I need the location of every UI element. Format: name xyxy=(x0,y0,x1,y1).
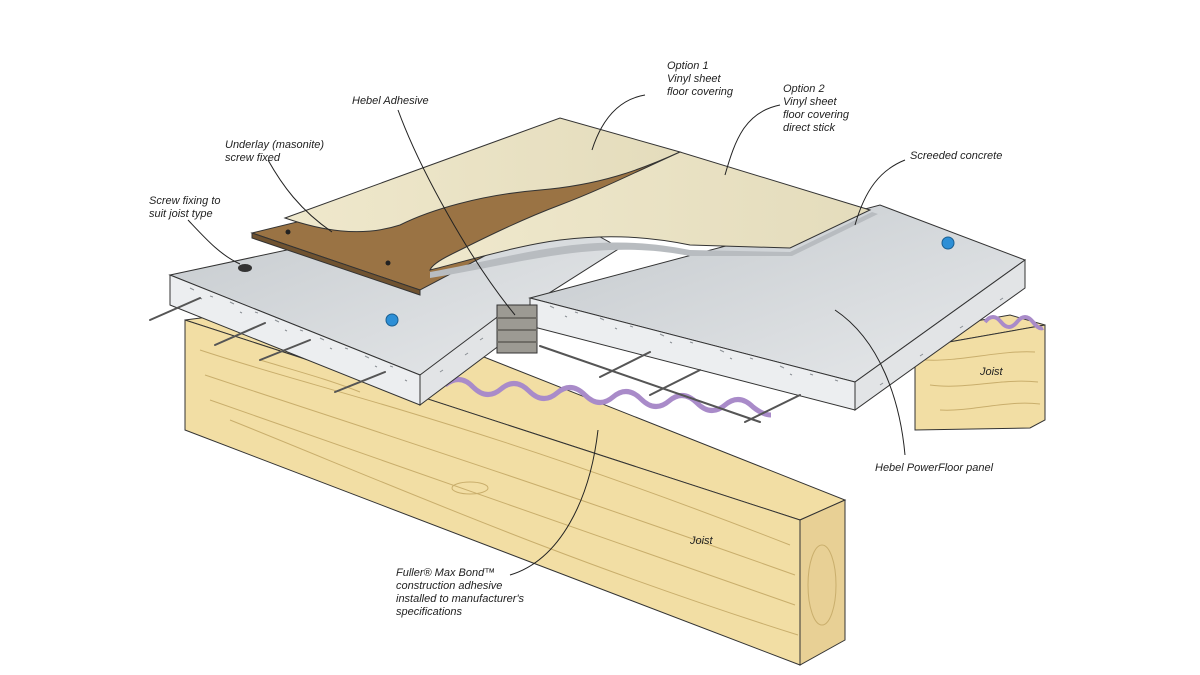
label-screeded-concrete: Screeded concrete xyxy=(910,150,1002,163)
joist-front-end xyxy=(799,499,846,666)
mesh-bar xyxy=(539,345,761,423)
mesh-bar xyxy=(599,351,651,378)
mesh-bar xyxy=(214,322,266,346)
adhesive-bead-front xyxy=(443,377,772,418)
label-option1: Option 1 Vinyl sheet floor covering xyxy=(667,60,733,99)
adhesive-joint xyxy=(496,304,538,354)
leader-fuller xyxy=(509,429,599,576)
screed-shadow xyxy=(430,212,878,278)
label-option1-line2: floor covering xyxy=(667,86,734,98)
label-option1-line1: Vinyl sheet xyxy=(667,73,721,85)
label-joist-right: Joist xyxy=(980,366,1003,379)
leader-option2 xyxy=(724,104,781,176)
label-joist-right-text: Joist xyxy=(980,366,1003,378)
label-joist-front: Joist xyxy=(690,535,713,548)
vinyl-option2-sheet xyxy=(429,151,872,271)
screw-hole xyxy=(238,264,252,272)
label-habel-adhesive: Hebel Adhesive xyxy=(352,95,429,108)
mesh-bar xyxy=(149,297,201,321)
label-option2-heading: Option 2 xyxy=(783,83,825,95)
label-option2: Option 2 Vinyl sheet floor covering dire… xyxy=(783,83,849,135)
adhesive-joint-lines xyxy=(497,317,537,343)
joist-end-rings xyxy=(807,544,837,626)
label-joist-front-text: Joist xyxy=(690,535,713,547)
label-screw-fixing-line2: suit joist type xyxy=(149,208,213,220)
label-screw-fixing-line1: Screw fixing to xyxy=(149,195,221,207)
label-fuller-line1: Fuller® Max Bond™ xyxy=(396,567,496,579)
label-option1-heading: Option 1 xyxy=(667,60,709,72)
mesh-bar xyxy=(744,394,801,423)
leader-screeded-concrete xyxy=(854,159,906,226)
fixing-dot-right xyxy=(941,236,955,250)
mesh-bar xyxy=(649,369,701,396)
label-fuller-line3: installed to manufacturer's xyxy=(396,593,525,605)
panel-left-aggregate xyxy=(189,287,484,382)
label-underlay-line2: screw fixed xyxy=(225,152,281,164)
underlay-screw-2 xyxy=(385,260,391,266)
leader-habel-adhesive xyxy=(397,109,516,316)
label-option2-line1: Vinyl sheet xyxy=(783,96,837,108)
label-screeded-concrete-text: Screeded concrete xyxy=(910,150,1003,162)
mesh-bar xyxy=(259,339,311,361)
vinyl-option1-sheet xyxy=(283,117,682,233)
leader-option1 xyxy=(591,94,646,151)
mesh-bar xyxy=(334,371,386,393)
label-option2-line2: floor covering xyxy=(783,109,850,121)
label-powerfloor-panel-text: Hebel PowerFloor panel xyxy=(875,462,994,474)
panel-right-end xyxy=(854,259,1026,411)
label-option2-line3: direct stick xyxy=(783,122,835,134)
panel-right-aggregate xyxy=(549,297,1004,386)
leader-powerfloor xyxy=(834,309,906,456)
underlay-edge xyxy=(251,232,421,296)
label-fuller-line2: construction adhesive xyxy=(396,580,503,592)
label-underlay: Underlay (masonite) screw fixed xyxy=(225,139,324,165)
label-underlay-line1: Underlay (masonite) xyxy=(225,139,325,151)
label-powerfloor-panel: Hebel PowerFloor panel xyxy=(875,462,993,475)
joist-right-grain xyxy=(924,351,1041,411)
reinforcing-mesh xyxy=(149,297,801,423)
label-fuller-line4: specifications xyxy=(396,606,463,618)
label-habel-adhesive-text: Hebel Adhesive xyxy=(352,95,429,107)
adhesive-bead-right xyxy=(983,315,1044,331)
joist-knot xyxy=(451,481,489,495)
fixing-dot-left xyxy=(385,313,399,327)
label-fuller: Fuller® Max Bond™ construction adhesive … xyxy=(396,567,524,619)
leader-lines xyxy=(187,94,906,576)
underlay-screw-1 xyxy=(285,229,291,235)
leader-underlay xyxy=(267,159,333,233)
label-screw-fixing: Screw fixing to suit joist type xyxy=(149,195,221,221)
leader-screw-fixing xyxy=(187,219,241,265)
